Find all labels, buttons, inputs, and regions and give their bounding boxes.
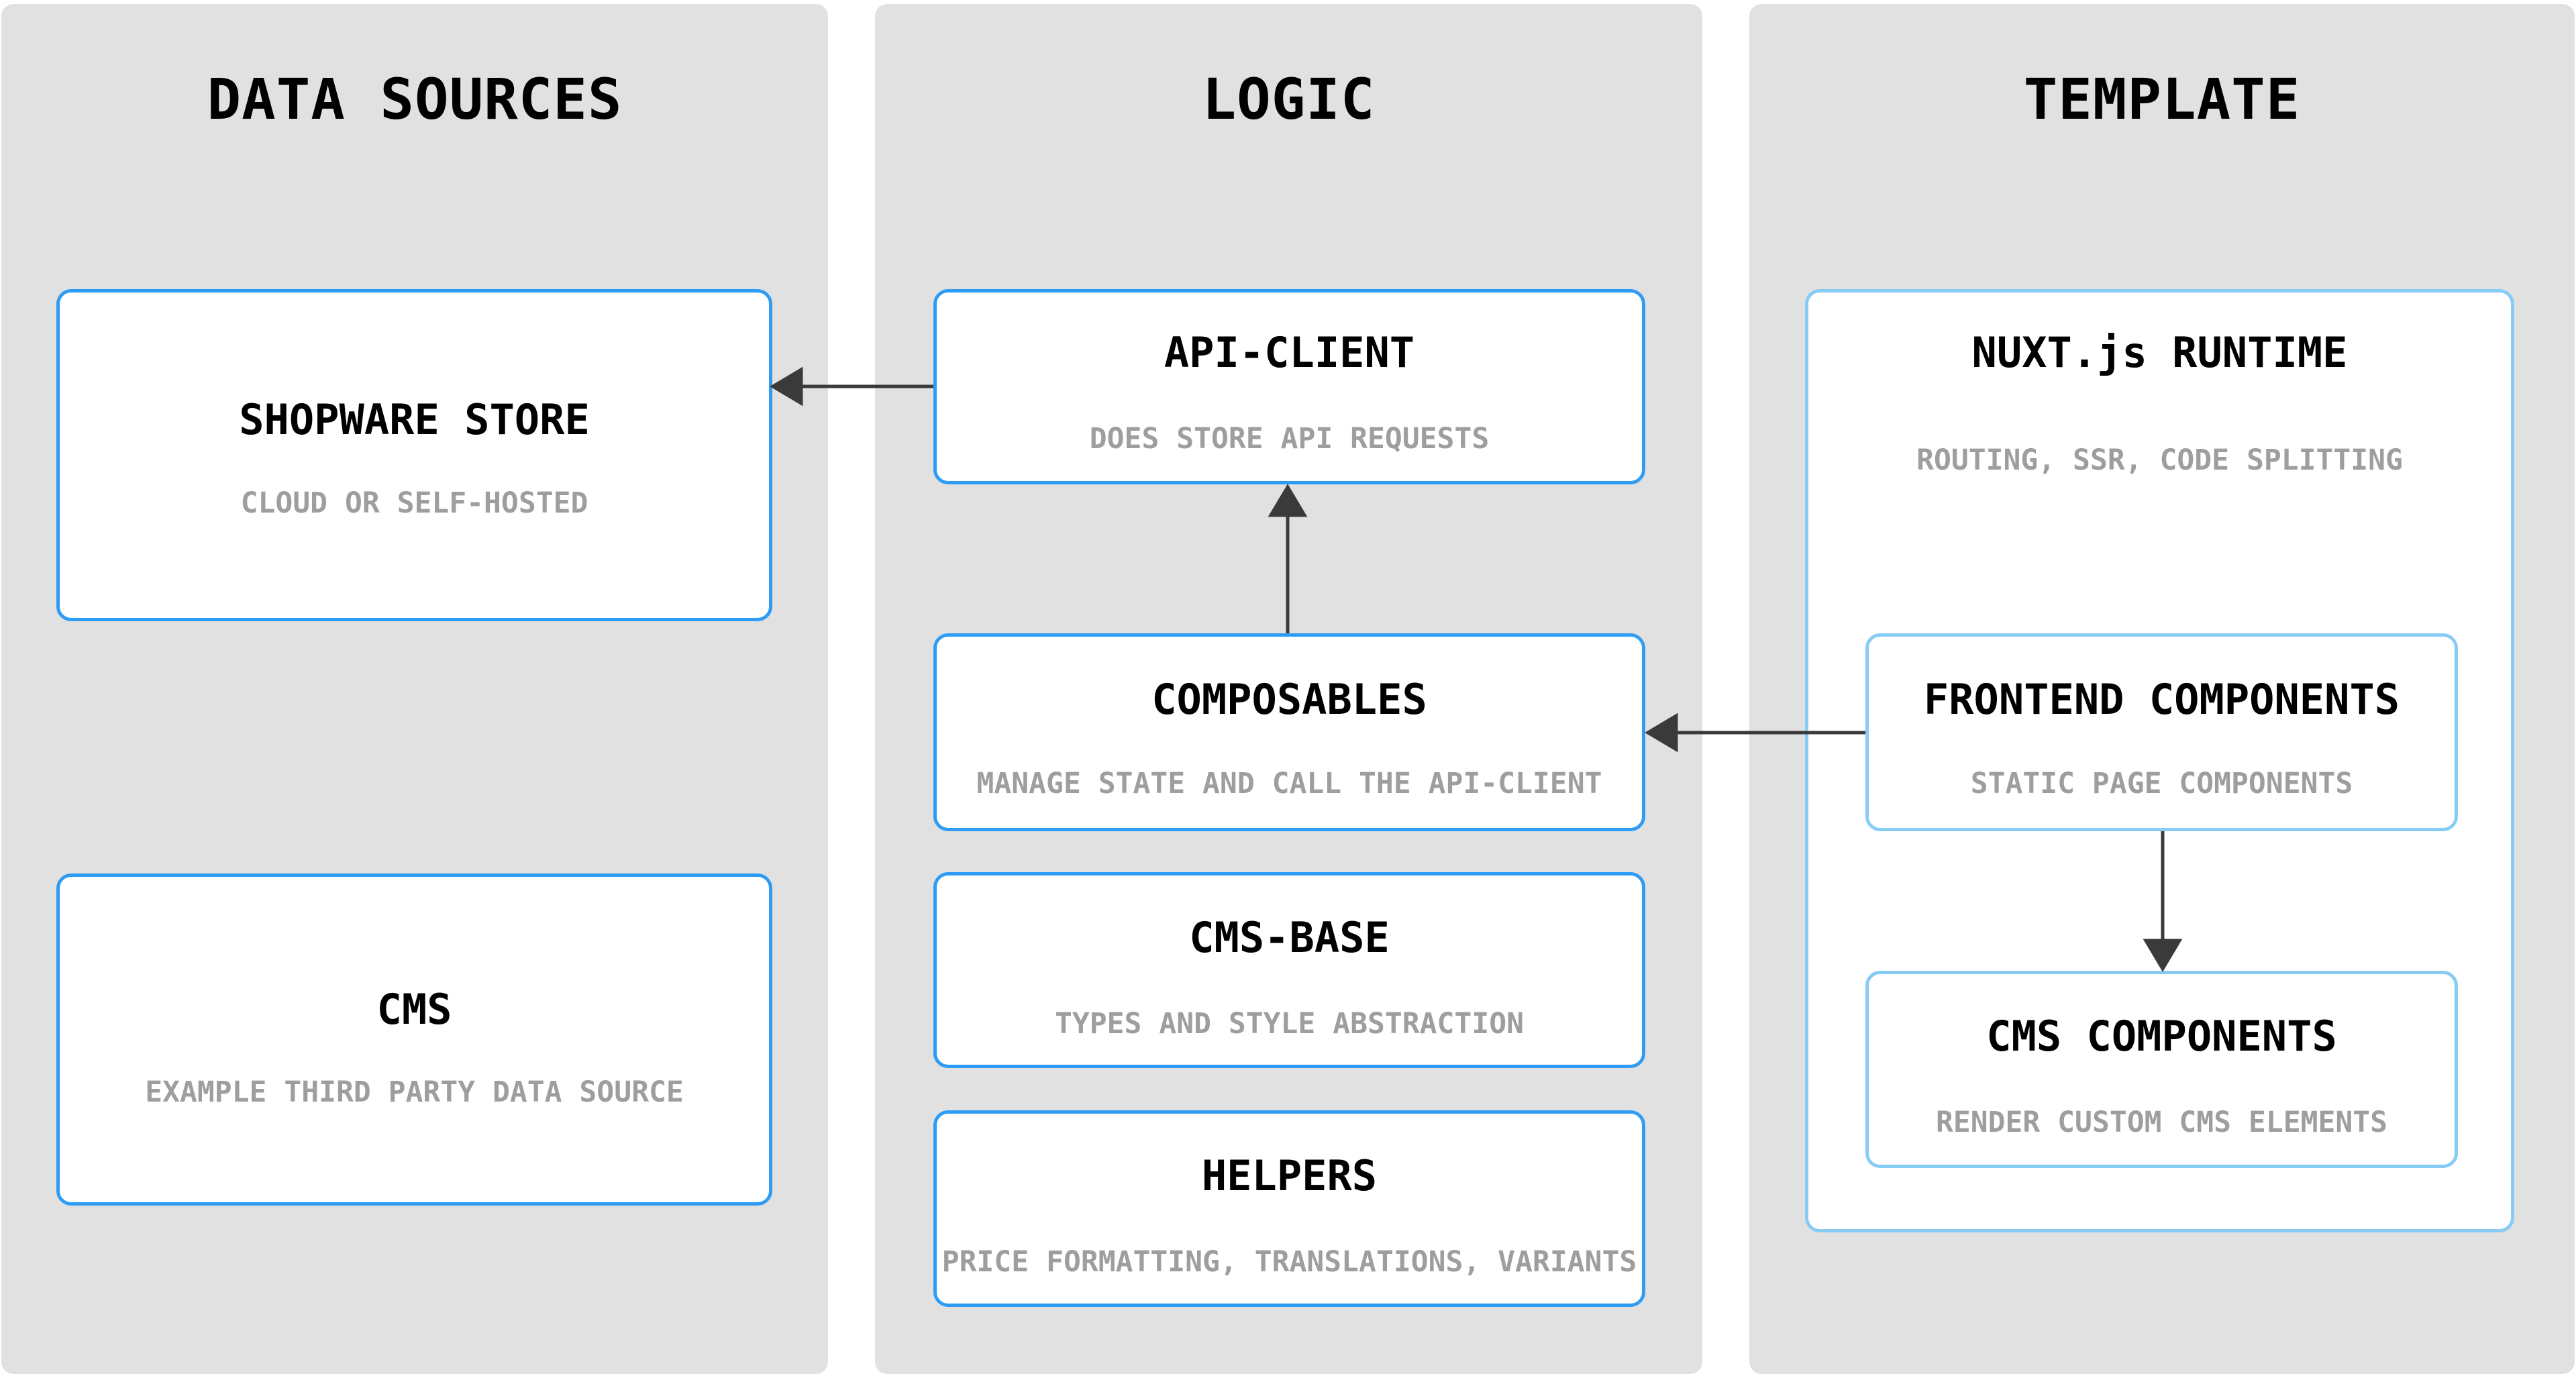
- column-title-logic: LOGIC: [1202, 66, 1376, 132]
- node-cms-components: CMS COMPONENTS RENDER CUSTOM CMS ELEMENT…: [1865, 971, 2458, 1168]
- node-helpers: HELPERS PRICE FORMATTING, TRANSLATIONS, …: [933, 1110, 1645, 1307]
- node-frontend-components: FRONTEND COMPONENTS STATIC PAGE COMPONEN…: [1865, 633, 2458, 831]
- node-subtitle: CLOUD OR SELF-HOSTED: [240, 486, 588, 520]
- node-subtitle: EXAMPLE THIRD PARTY DATA SOURCE: [145, 1075, 684, 1109]
- node-title: FRONTEND COMPONENTS: [1923, 675, 2400, 724]
- node-title: COMPOSABLES: [1151, 675, 1427, 724]
- node-subtitle: MANAGE STATE AND CALL THE API-CLIENT: [976, 767, 1602, 800]
- column-title-template: TEMPLATE: [2023, 66, 2301, 132]
- column-title-data-sources: DATA SOURCES: [207, 66, 623, 132]
- node-subtitle: PRICE FORMATTING, TRANSLATIONS, VARIANTS: [941, 1245, 1637, 1279]
- node-title: API-CLIENT: [1164, 328, 1415, 377]
- node-title: CMS-BASE: [1189, 913, 1390, 962]
- node-cms-base: CMS-BASE TYPES AND STYLE ABSTRACTION: [933, 872, 1645, 1068]
- node-title: SHOPWARE STORE: [239, 395, 590, 444]
- node-title: NUXT.js RUNTIME: [1971, 328, 2348, 377]
- node-subtitle: STATIC PAGE COMPONENTS: [1970, 767, 2353, 800]
- node-subtitle: TYPES AND STYLE ABSTRACTION: [1055, 1007, 1524, 1041]
- node-title: CMS COMPONENTS: [1986, 1012, 2337, 1061]
- node-api-client: API-CLIENT DOES STORE API REQUESTS: [933, 289, 1645, 484]
- node-title: CMS: [376, 985, 452, 1034]
- node-composables: COMPOSABLES MANAGE STATE AND CALL THE AP…: [933, 633, 1645, 831]
- node-shopware-store: SHOPWARE STORE CLOUD OR SELF-HOSTED: [56, 289, 772, 621]
- node-title: HELPERS: [1201, 1151, 1378, 1200]
- node-subtitle: RENDER CUSTOM CMS ELEMENTS: [1935, 1106, 2388, 1139]
- node-cms: CMS EXAMPLE THIRD PARTY DATA SOURCE: [56, 873, 772, 1206]
- node-subtitle: DOES STORE API REQUESTS: [1089, 422, 1490, 456]
- node-subtitle: ROUTING, SSR, CODE SPLITTING: [1916, 443, 2403, 477]
